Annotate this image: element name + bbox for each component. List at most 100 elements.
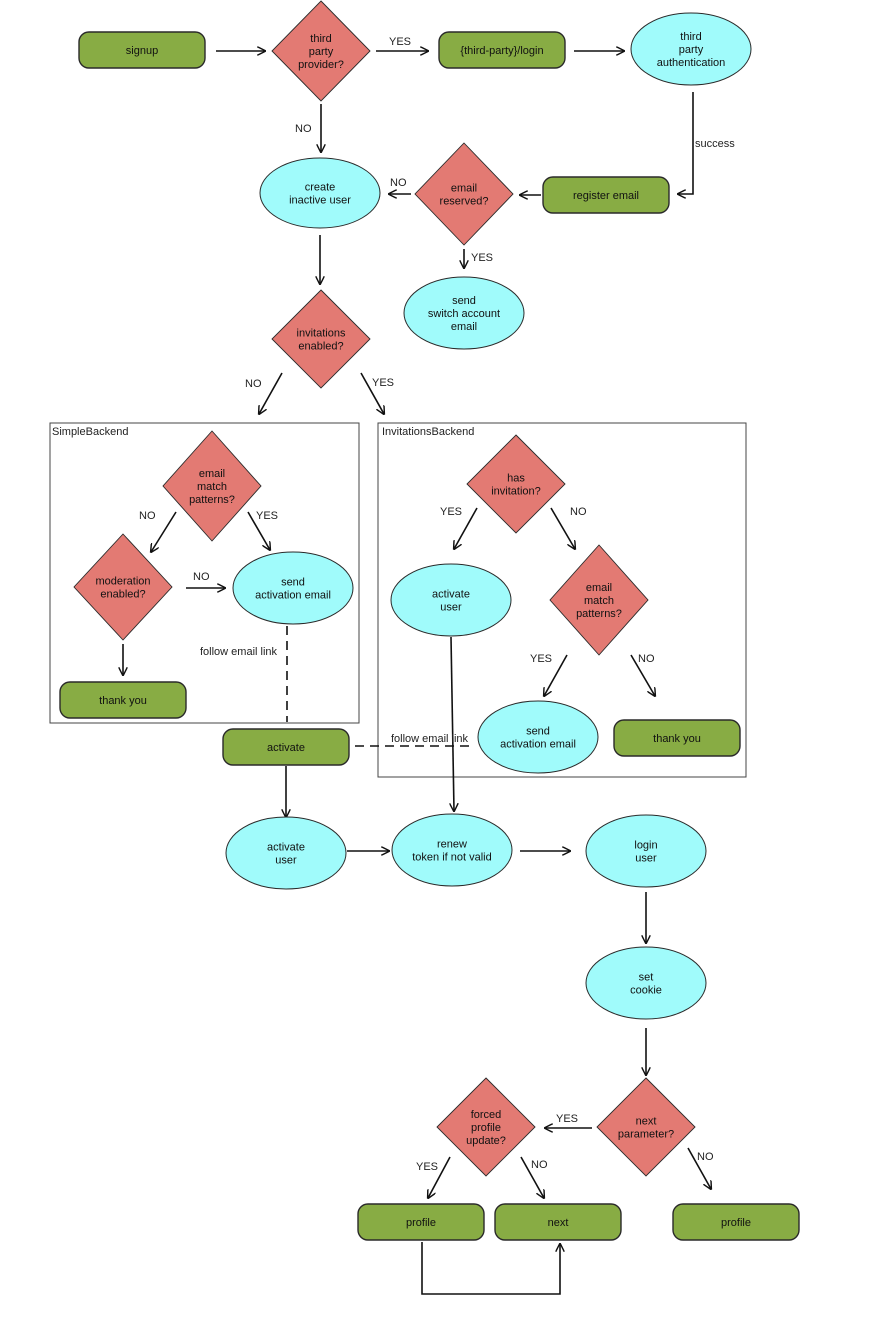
node-profile-right: profile [672,1203,800,1241]
node-label-line: thank you [99,695,147,707]
decision-shape [549,544,649,656]
node-label-line: send [281,577,305,589]
edge-layer [123,51,711,1295]
terminal-shape [542,176,670,214]
process-shape [225,816,347,890]
node-label-line: update? [466,1135,506,1147]
terminal-shape [494,1203,622,1241]
node-label-line: third [680,31,701,43]
edge-label: YES [416,1161,438,1173]
edge-profile_left-to-next [421,1242,560,1295]
decision-shape [271,0,371,102]
arrow-connector [454,507,478,549]
node-label-line: party [309,46,334,58]
edge-label: NO [295,123,312,135]
edge-label: NO [193,571,210,583]
node-label-line: party [679,44,704,56]
edge-ib_email_match-to-ib_thank_you [630,654,655,696]
node-label-line: invitation? [491,486,541,498]
node-label-line: profile [721,1217,751,1229]
edge-label: YES [530,653,552,665]
node-third-party-login: {third-party}/login [438,31,566,69]
node-label-line: signup [126,45,158,57]
arrow-connector [544,654,568,696]
arrow-connector [428,1156,451,1198]
node-label-line: email [586,582,612,594]
node-activate: activate [222,728,350,766]
terminal-shape [357,1203,485,1241]
decision-shape [596,1077,696,1177]
edge-label: NO [531,1159,548,1171]
node-next: next [494,1203,622,1241]
node-label-line: patterns? [576,608,622,620]
node-label-line: set [639,972,654,984]
edge-forced_profile_update-to-profile_left [428,1156,451,1198]
decision-shape [466,434,566,534]
process-shape [390,563,512,637]
node-label-line: send [452,295,476,307]
terminal-shape [438,31,566,69]
process-shape [232,551,354,625]
edge-label: NO [245,378,262,390]
edge-label: follow email link [391,733,469,745]
node-label-line: create [305,182,336,194]
edge-label: YES [256,510,278,522]
node-label-line: match [197,481,227,493]
node-label-line: enabled? [100,589,145,601]
process-shape [391,813,513,887]
node-label-line: enabled? [298,341,343,353]
arrow-connector [451,636,454,811]
process-shape [585,946,707,1020]
node-label-line: thank you [653,733,701,745]
edge-label: NO [139,510,156,522]
decision-shape [271,289,371,389]
edge-label: NO [570,506,587,518]
node-label-line: renew [437,839,467,851]
node-label-line: activation email [500,739,576,751]
node-label-line: cookie [630,985,662,997]
group-label: SimpleBackend [52,426,128,438]
process-shape [630,12,752,86]
edge-label: YES [471,252,493,264]
edge-next_parameter-to-profile_right [687,1147,711,1189]
edge-label: success [695,138,735,150]
edge-invitations_enabled-to-invitations [360,372,384,414]
node-profile-left: profile [357,1203,485,1241]
node-sb-thank-you: thank you [59,681,187,719]
node-label-line: activate [267,742,305,754]
terminal-shape [78,31,206,69]
edge-has_invitation-to-ib_activate_user [454,507,478,549]
edge-label: NO [390,177,407,189]
node-label-line: send [526,726,550,738]
edge-ib_email_match-to-ib_send_activation [544,654,568,696]
edge-ib_activate_user-to-renew_token [451,636,454,811]
node-label-line: forced [471,1109,502,1121]
node-label-line: token if not valid [412,852,492,864]
process-shape [477,700,599,774]
arrow-connector [687,1147,711,1189]
arrow-connector [247,511,270,550]
node-label-line: {third-party}/login [460,45,543,57]
node-label-line: third [310,33,331,45]
node-label-line: parameter? [618,1129,674,1141]
node-label-line: match [584,595,614,607]
arrow-connector [259,372,283,414]
arrow-connector [630,654,655,696]
edge-label: follow email link [200,646,278,658]
edge-label: YES [389,36,411,48]
terminal-shape [672,1203,800,1241]
